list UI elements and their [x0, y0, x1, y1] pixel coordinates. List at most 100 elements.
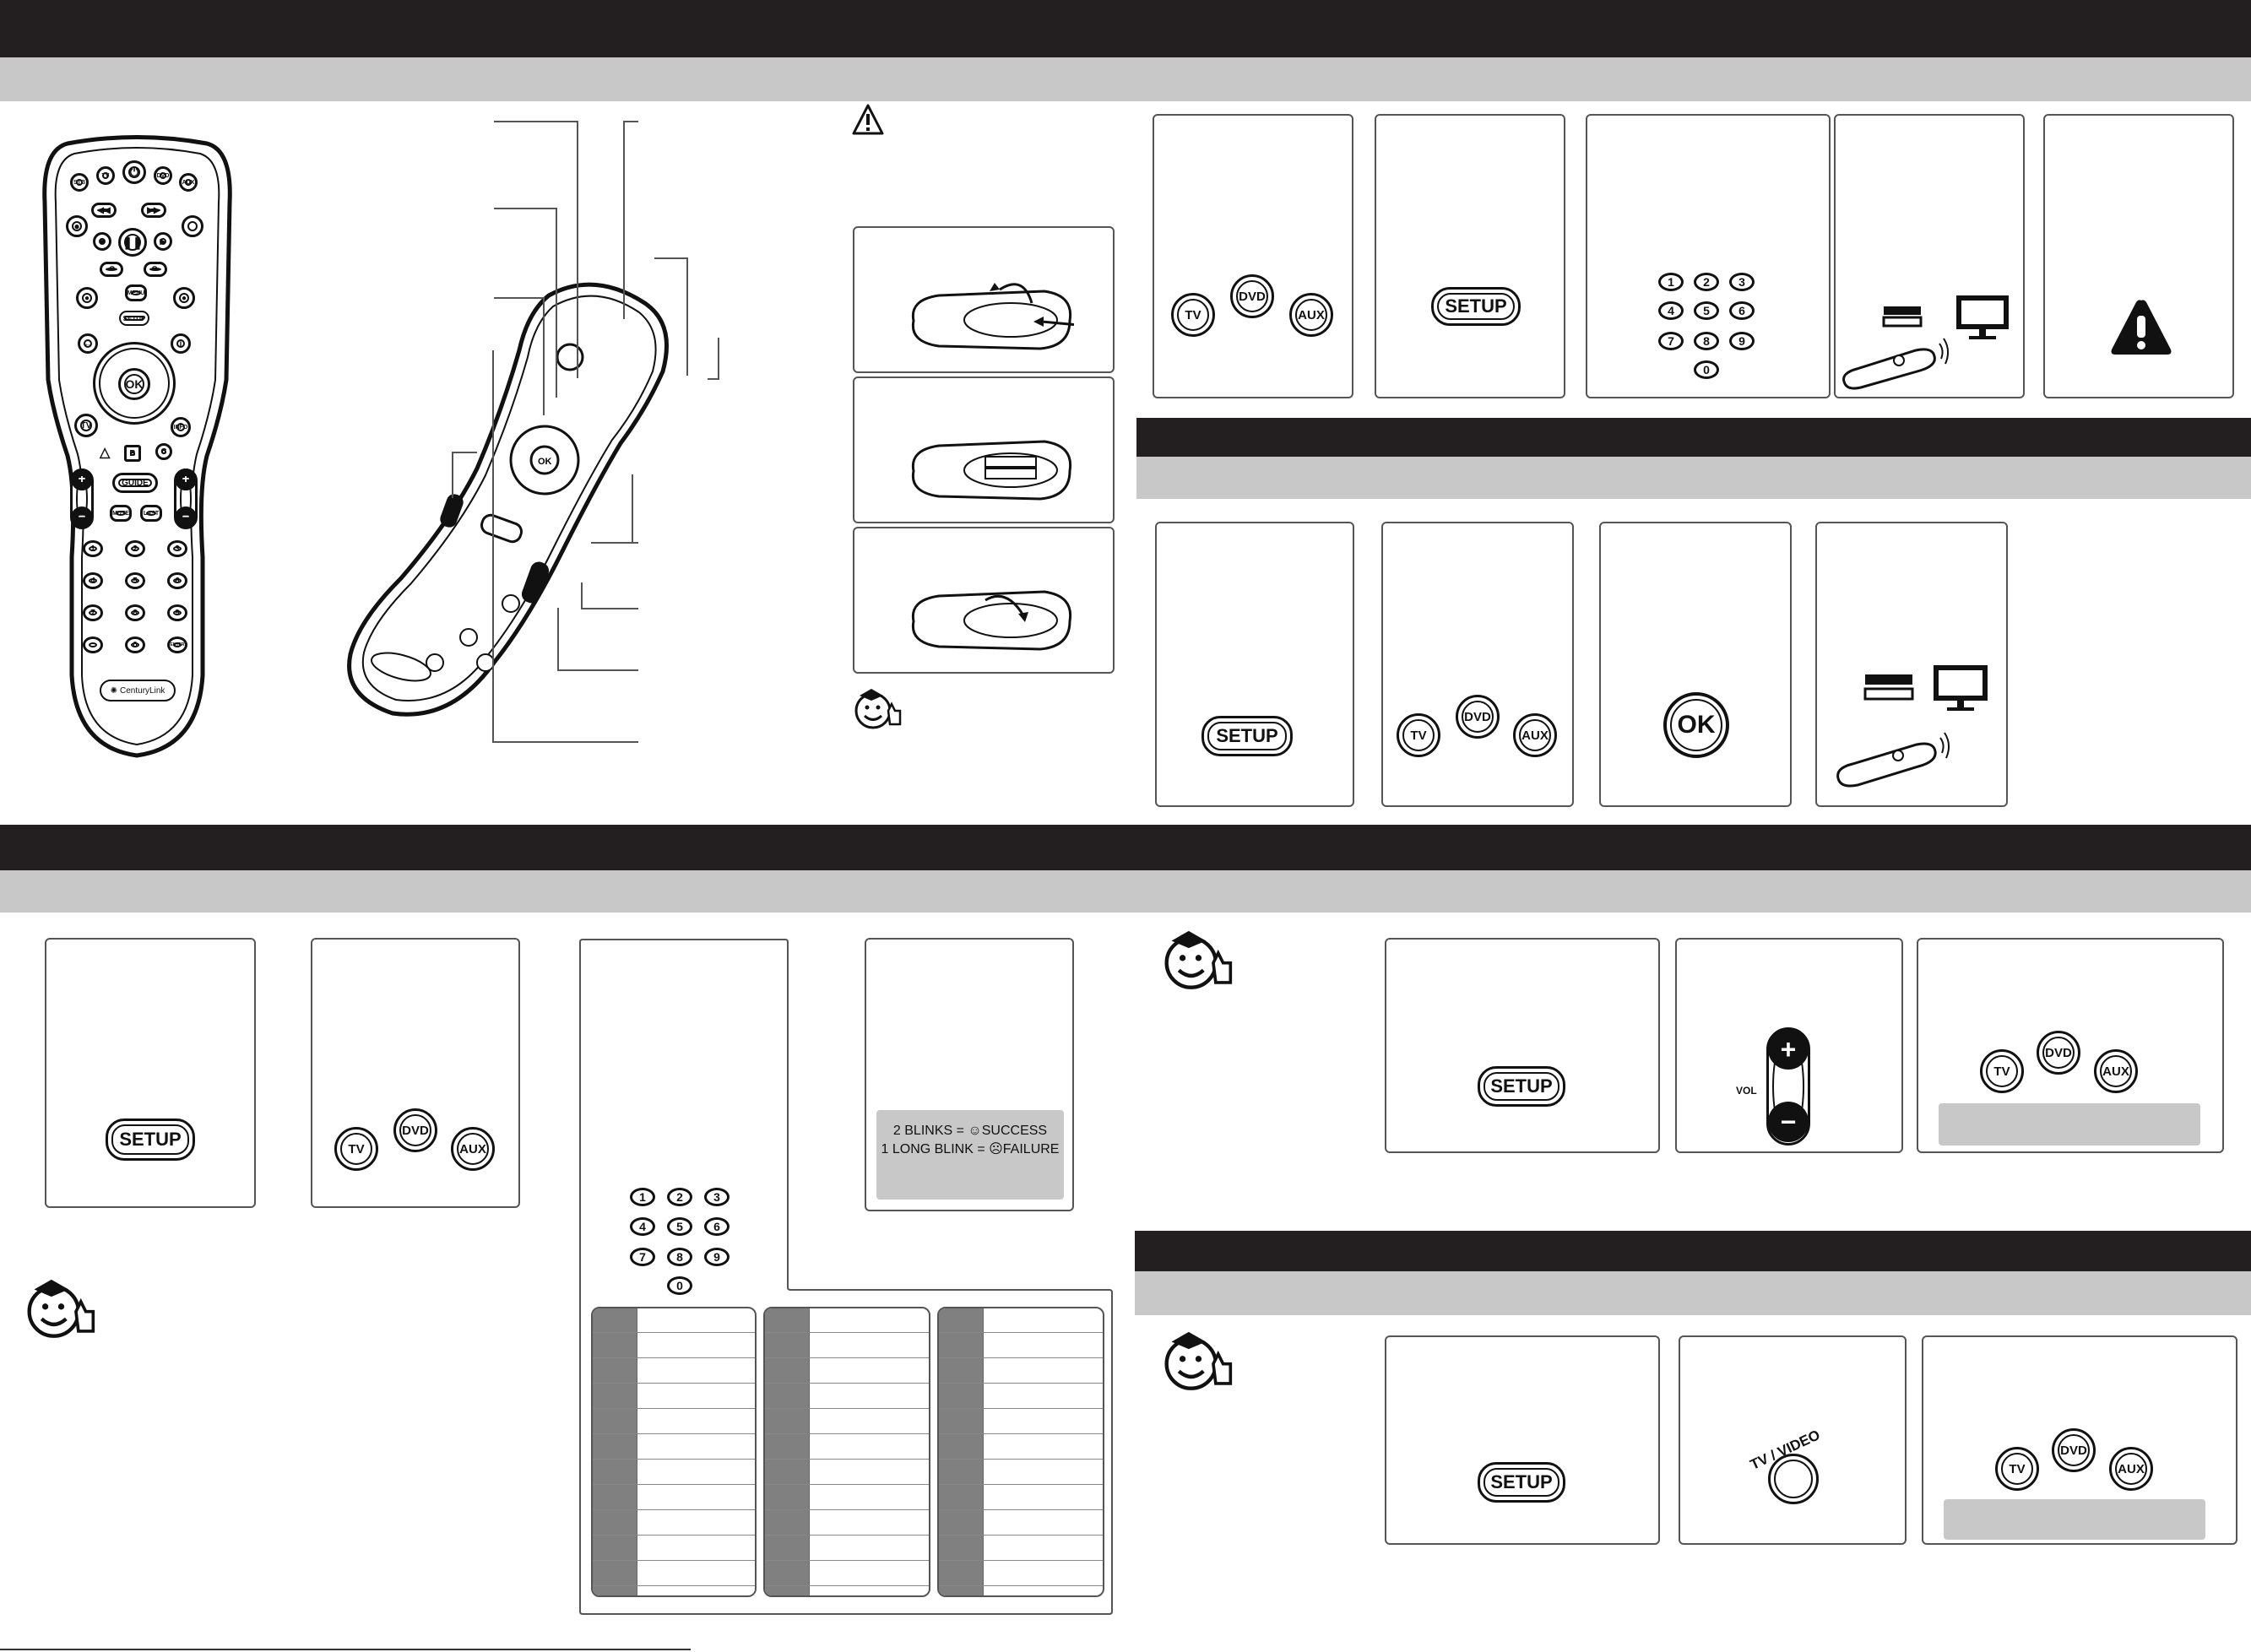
code-table-row — [765, 1561, 929, 1586]
keypad-9: 9 — [704, 1248, 730, 1266]
setup-button: SETUP — [1478, 1066, 1565, 1107]
code-table-row — [593, 1510, 755, 1536]
vol-up-button: + — [1768, 1029, 1809, 1070]
remote-ch-down: − — [175, 506, 197, 528]
remote-tv-button: TV — [96, 166, 115, 185]
vol-panel-device: TV DVD AUX — [1917, 938, 2224, 1153]
code-table-row — [765, 1510, 929, 1536]
callout-line — [654, 257, 688, 259]
remote-color-key-a: △ — [100, 446, 111, 460]
keypad-6: 6 — [704, 1217, 730, 1236]
remote-on-demand-button: ● — [76, 287, 98, 309]
remote-key-5: 5 — [125, 572, 145, 589]
code-table-row — [593, 1358, 755, 1384]
remote-key-8: 8 — [125, 604, 145, 621]
keypad-5: 5 — [667, 1217, 692, 1236]
code-table-row — [765, 1460, 929, 1485]
remote-pause-button: ❚❚ — [118, 228, 147, 257]
callout-line — [452, 452, 477, 453]
keypad-3: 3 — [1729, 273, 1755, 291]
remote-stb-button: STB — [70, 173, 89, 192]
remote-info-button: INFO — [171, 417, 191, 437]
battery-close-icon — [911, 590, 1072, 651]
tv-device-button: TV — [1980, 1049, 2024, 1093]
keypad-1: 1 — [1658, 273, 1684, 291]
code-table-row — [593, 1561, 755, 1586]
keypad-8: 8 — [667, 1248, 692, 1266]
code-table-row — [939, 1308, 1103, 1333]
callout-line — [494, 297, 545, 299]
vol-down-button: − — [1768, 1102, 1809, 1142]
callout-line — [494, 121, 578, 122]
code-table-row — [765, 1434, 929, 1460]
callout-line — [492, 350, 494, 743]
callout-line — [557, 669, 638, 671]
tip-smiley-icon — [1164, 930, 1233, 989]
code-table-row — [765, 1308, 929, 1333]
brand-sun-icon: ✺ — [110, 685, 118, 696]
vol-label: VOL — [1736, 1085, 1757, 1097]
vol-note-box — [1939, 1103, 2200, 1146]
remote-back-button: ← — [78, 333, 98, 354]
callout-line — [557, 608, 559, 671]
code-table-row — [939, 1460, 1103, 1485]
warning-icon — [852, 104, 884, 135]
blink-result-panel: 2 BLINKS = ☺SUCCESS 1 LONG BLINK = ☹FAIL… — [865, 938, 1074, 1211]
code-table-row — [939, 1485, 1103, 1510]
callout-line — [556, 208, 557, 398]
code-table-column-1 — [591, 1307, 757, 1597]
remote-ch-up: + — [175, 469, 197, 490]
code-table-row — [765, 1384, 929, 1409]
top-gray-bar — [0, 57, 2251, 101]
remote-fwd-button: ↷ — [144, 262, 167, 277]
remote-color-key-b: B — [124, 445, 141, 462]
dvd-device-button: DVD — [2052, 1428, 2096, 1472]
tvvideo-panel-setup: SETUP — [1385, 1335, 1660, 1545]
set-top-box-icon — [1863, 674, 1914, 701]
keypad-2: 2 — [1694, 273, 1719, 291]
keypad-3: 3 — [704, 1188, 730, 1206]
remote-brand-logo: ✺ CenturyLink — [100, 680, 176, 701]
remote-color-key-c: C — [155, 443, 172, 460]
battery-insert-icon — [911, 440, 1072, 501]
remote-key-0: 0 — [125, 636, 145, 653]
code-table-row — [765, 1333, 929, 1358]
brand-label: CenturyLink — [120, 685, 165, 696]
tv-device-button: TV — [1995, 1447, 2039, 1491]
remote-key-delete — [83, 636, 103, 653]
remote-mute-button: MUTE — [110, 505, 132, 522]
code-table-column-3 — [937, 1307, 1104, 1597]
keypad-4: 4 — [1658, 301, 1684, 320]
remote-power-button: ⏻ — [122, 160, 146, 184]
remote-key-4: 4 — [83, 572, 103, 589]
code-table-row — [939, 1586, 1103, 1595]
tv-video-button — [1768, 1454, 1819, 1504]
keypad-1: 1 — [630, 1188, 655, 1206]
aux-device-button: AUX — [1289, 293, 1333, 337]
code-table-row — [593, 1434, 755, 1460]
callout-line — [492, 741, 638, 743]
aux-device-button: AUX — [2094, 1049, 2138, 1093]
code-table-row — [593, 1333, 755, 1358]
step2-panel-device: TV DVD AUX — [1381, 522, 1574, 807]
remote-dvd-button: DVD — [154, 166, 172, 185]
remote-menu-button: MENU — [125, 284, 147, 301]
code-table-row — [939, 1384, 1103, 1409]
tvvideo-panel-device: TV DVD AUX — [1922, 1335, 2237, 1545]
step-panel-test — [1834, 114, 2025, 398]
remote-key-9: 9 — [167, 604, 187, 621]
blink-failure-line: 1 LONG BLINK = ☹FAILURE — [881, 1142, 1060, 1156]
remote-ff-button: ▶▶ — [141, 203, 166, 218]
callout-line — [543, 297, 545, 415]
keypad-6: 6 — [1729, 301, 1755, 320]
remote-exit-tv-button: TV — [74, 414, 98, 437]
battery-cover-icon — [911, 283, 1074, 350]
remote-key-7: 7 — [83, 604, 103, 621]
lower-right-gray-bar — [1135, 1271, 2251, 1315]
remote-rew-button: ◀◀ — [91, 203, 117, 218]
vol-panel-rocker: + − VOL — [1675, 938, 1903, 1153]
right-mid-dark-bar — [1136, 418, 2251, 457]
remote-ok-button: OK — [118, 368, 150, 400]
setup-button: SETUP — [1431, 287, 1521, 326]
tvvideo-note-box — [1944, 1499, 2205, 1540]
